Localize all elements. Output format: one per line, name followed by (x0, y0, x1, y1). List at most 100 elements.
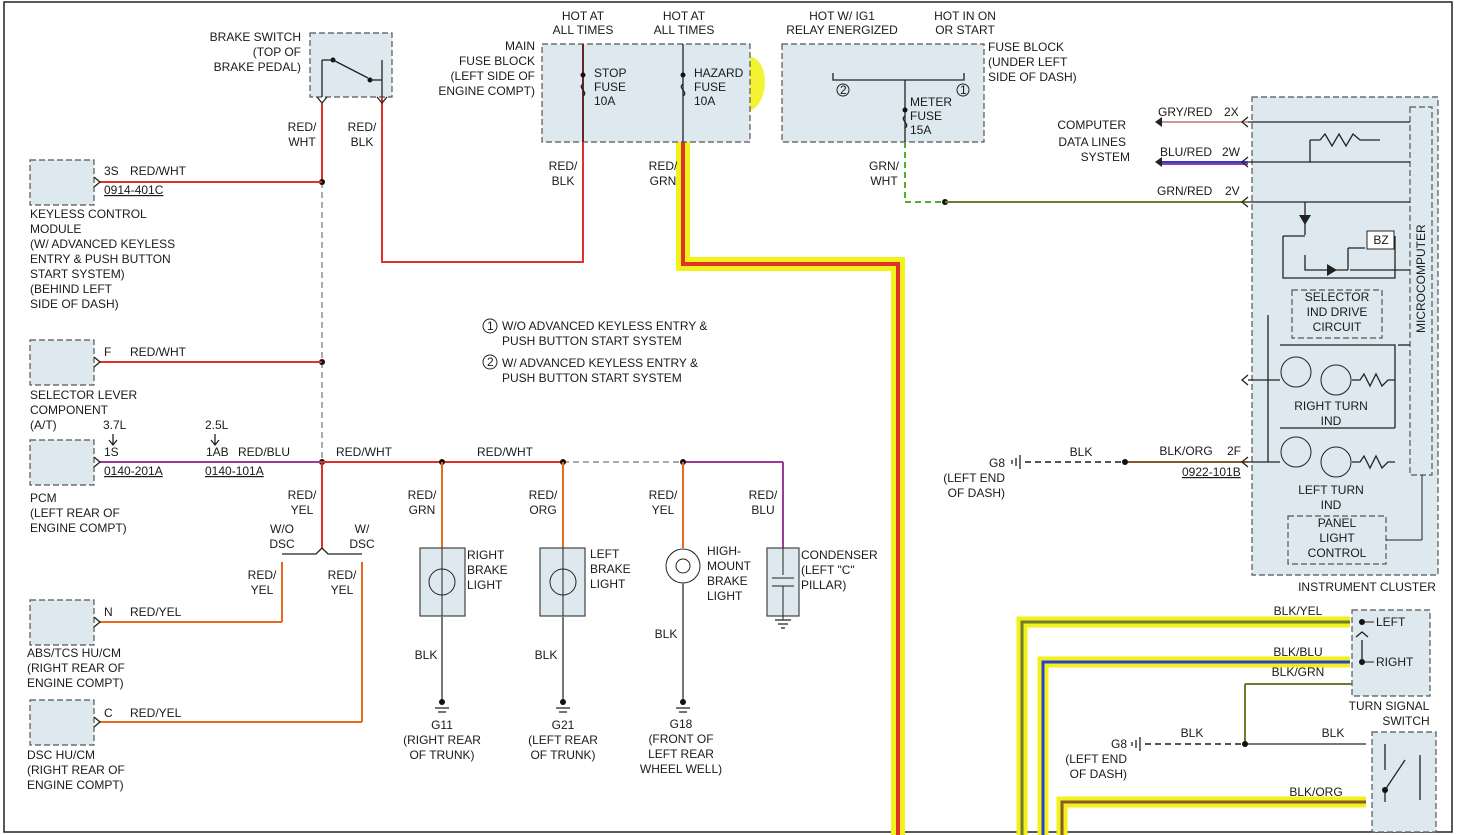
brake-switch (309, 32, 393, 98)
svg-text:0922-101B: 0922-101B (1182, 465, 1241, 479)
svg-text:GRN/WHT: GRN/WHT (869, 159, 900, 188)
svg-text:BLK: BLK (535, 648, 558, 662)
turn-signal-switch (1351, 609, 1431, 697)
fuse-block-dash (781, 43, 985, 143)
condenser (766, 547, 800, 629)
svg-text:C: C (104, 706, 113, 720)
left-brake-light (539, 547, 586, 617)
svg-text:RED/BLK: RED/BLK (348, 120, 377, 149)
selector-lever-component (29, 339, 95, 386)
svg-text:1S: 1S (104, 445, 119, 459)
red-blk-wire (381, 97, 584, 263)
svg-text:BLK: BLK (655, 627, 678, 641)
svg-text:2: 2 (840, 83, 847, 97)
svg-text:N: N (104, 605, 113, 619)
svg-text:GRN/RED: GRN/RED (1157, 184, 1213, 198)
svg-text:BLK: BLK (415, 648, 438, 662)
svg-text:2X: 2X (1224, 105, 1239, 119)
right-brake-light (419, 547, 466, 617)
svg-text:RED/YEL: RED/YEL (649, 488, 678, 517)
main-fuse-block (541, 43, 751, 143)
frame (3, 1, 1453, 833)
hazard-fuse (680, 44, 686, 142)
svg-text:BLK: BLK (1181, 726, 1204, 740)
svg-text:MICROCOMPUTER: MICROCOMPUTER (1414, 224, 1428, 333)
selector-ind-drive-circuit (1291, 289, 1383, 339)
svg-text:BLK: BLK (1322, 726, 1345, 740)
svg-text:RED/WHT: RED/WHT (130, 164, 187, 178)
svg-text:G8: G8 (989, 456, 1005, 470)
svg-text:BLK/YEL: BLK/YEL (1274, 604, 1323, 618)
svg-text:2: 2 (487, 355, 494, 369)
svg-text:RED/YEL: RED/YEL (130, 706, 182, 720)
svg-text:W/ ADVANCED KEYLESS ENTRY &PUS: W/ ADVANCED KEYLESS ENTRY &PUSH BUTTON S… (502, 356, 698, 385)
abs-tcs-module (29, 599, 95, 646)
svg-text:BZ: BZ (1373, 233, 1388, 247)
svg-text:INSTRUMENT CLUSTER: INSTRUMENT CLUSTER (1298, 580, 1436, 594)
svg-text:F: F (104, 345, 111, 359)
svg-text:RED/YEL: RED/YEL (288, 488, 317, 517)
svg-text:RED/YEL: RED/YEL (248, 568, 277, 597)
svg-text:BLK/ORG: BLK/ORG (1289, 785, 1342, 799)
pcm (29, 439, 95, 486)
svg-text:COMPUTER: COMPUTER (1057, 118, 1126, 132)
svg-text:RED/YEL: RED/YEL (328, 568, 357, 597)
svg-text:0140-101A: 0140-101A (205, 464, 264, 478)
svg-text:W/O ADVANCED KEYLESS ENTRY &PU: W/O ADVANCED KEYLESS ENTRY &PUSH BUTTON … (502, 319, 707, 348)
svg-text:RED/GRN: RED/GRN (408, 488, 437, 517)
svg-text:(LEFT END: (LEFT END (1065, 752, 1127, 766)
svg-text:2V: 2V (1225, 184, 1240, 198)
panel-light-control (1287, 515, 1387, 565)
microcomputer (1409, 106, 1433, 476)
svg-text:RED/YEL: RED/YEL (130, 605, 182, 619)
svg-text:G8: G8 (1111, 737, 1127, 751)
svg-text:RED/BLU: RED/BLU (238, 445, 290, 459)
svg-text:(LEFT END: (LEFT END (943, 471, 1005, 485)
svg-text:2.5L: 2.5L (205, 418, 229, 432)
svg-text:1: 1 (960, 83, 967, 97)
high-mount-brake-light (665, 548, 701, 584)
svg-text:OF DASH): OF DASH) (948, 486, 1005, 500)
meter-fuse (832, 73, 970, 142)
keyless-control-module (29, 159, 95, 206)
svg-text:BLU/RED: BLU/RED (1160, 145, 1212, 159)
svg-text:0140-201A: 0140-201A (104, 464, 163, 478)
svg-text:BLK/GRN: BLK/GRN (1272, 665, 1325, 679)
svg-text:GRY/RED: GRY/RED (1158, 105, 1213, 119)
hazard-switch (1371, 731, 1437, 833)
svg-text:BLK/BLU: BLK/BLU (1273, 645, 1322, 659)
svg-text:1AB: 1AB (206, 445, 229, 459)
svg-text:W/DSC: W/DSC (349, 522, 375, 551)
svg-text:RED/GRN: RED/GRN (649, 159, 678, 188)
svg-text:RED/BLU: RED/BLU (749, 488, 778, 517)
